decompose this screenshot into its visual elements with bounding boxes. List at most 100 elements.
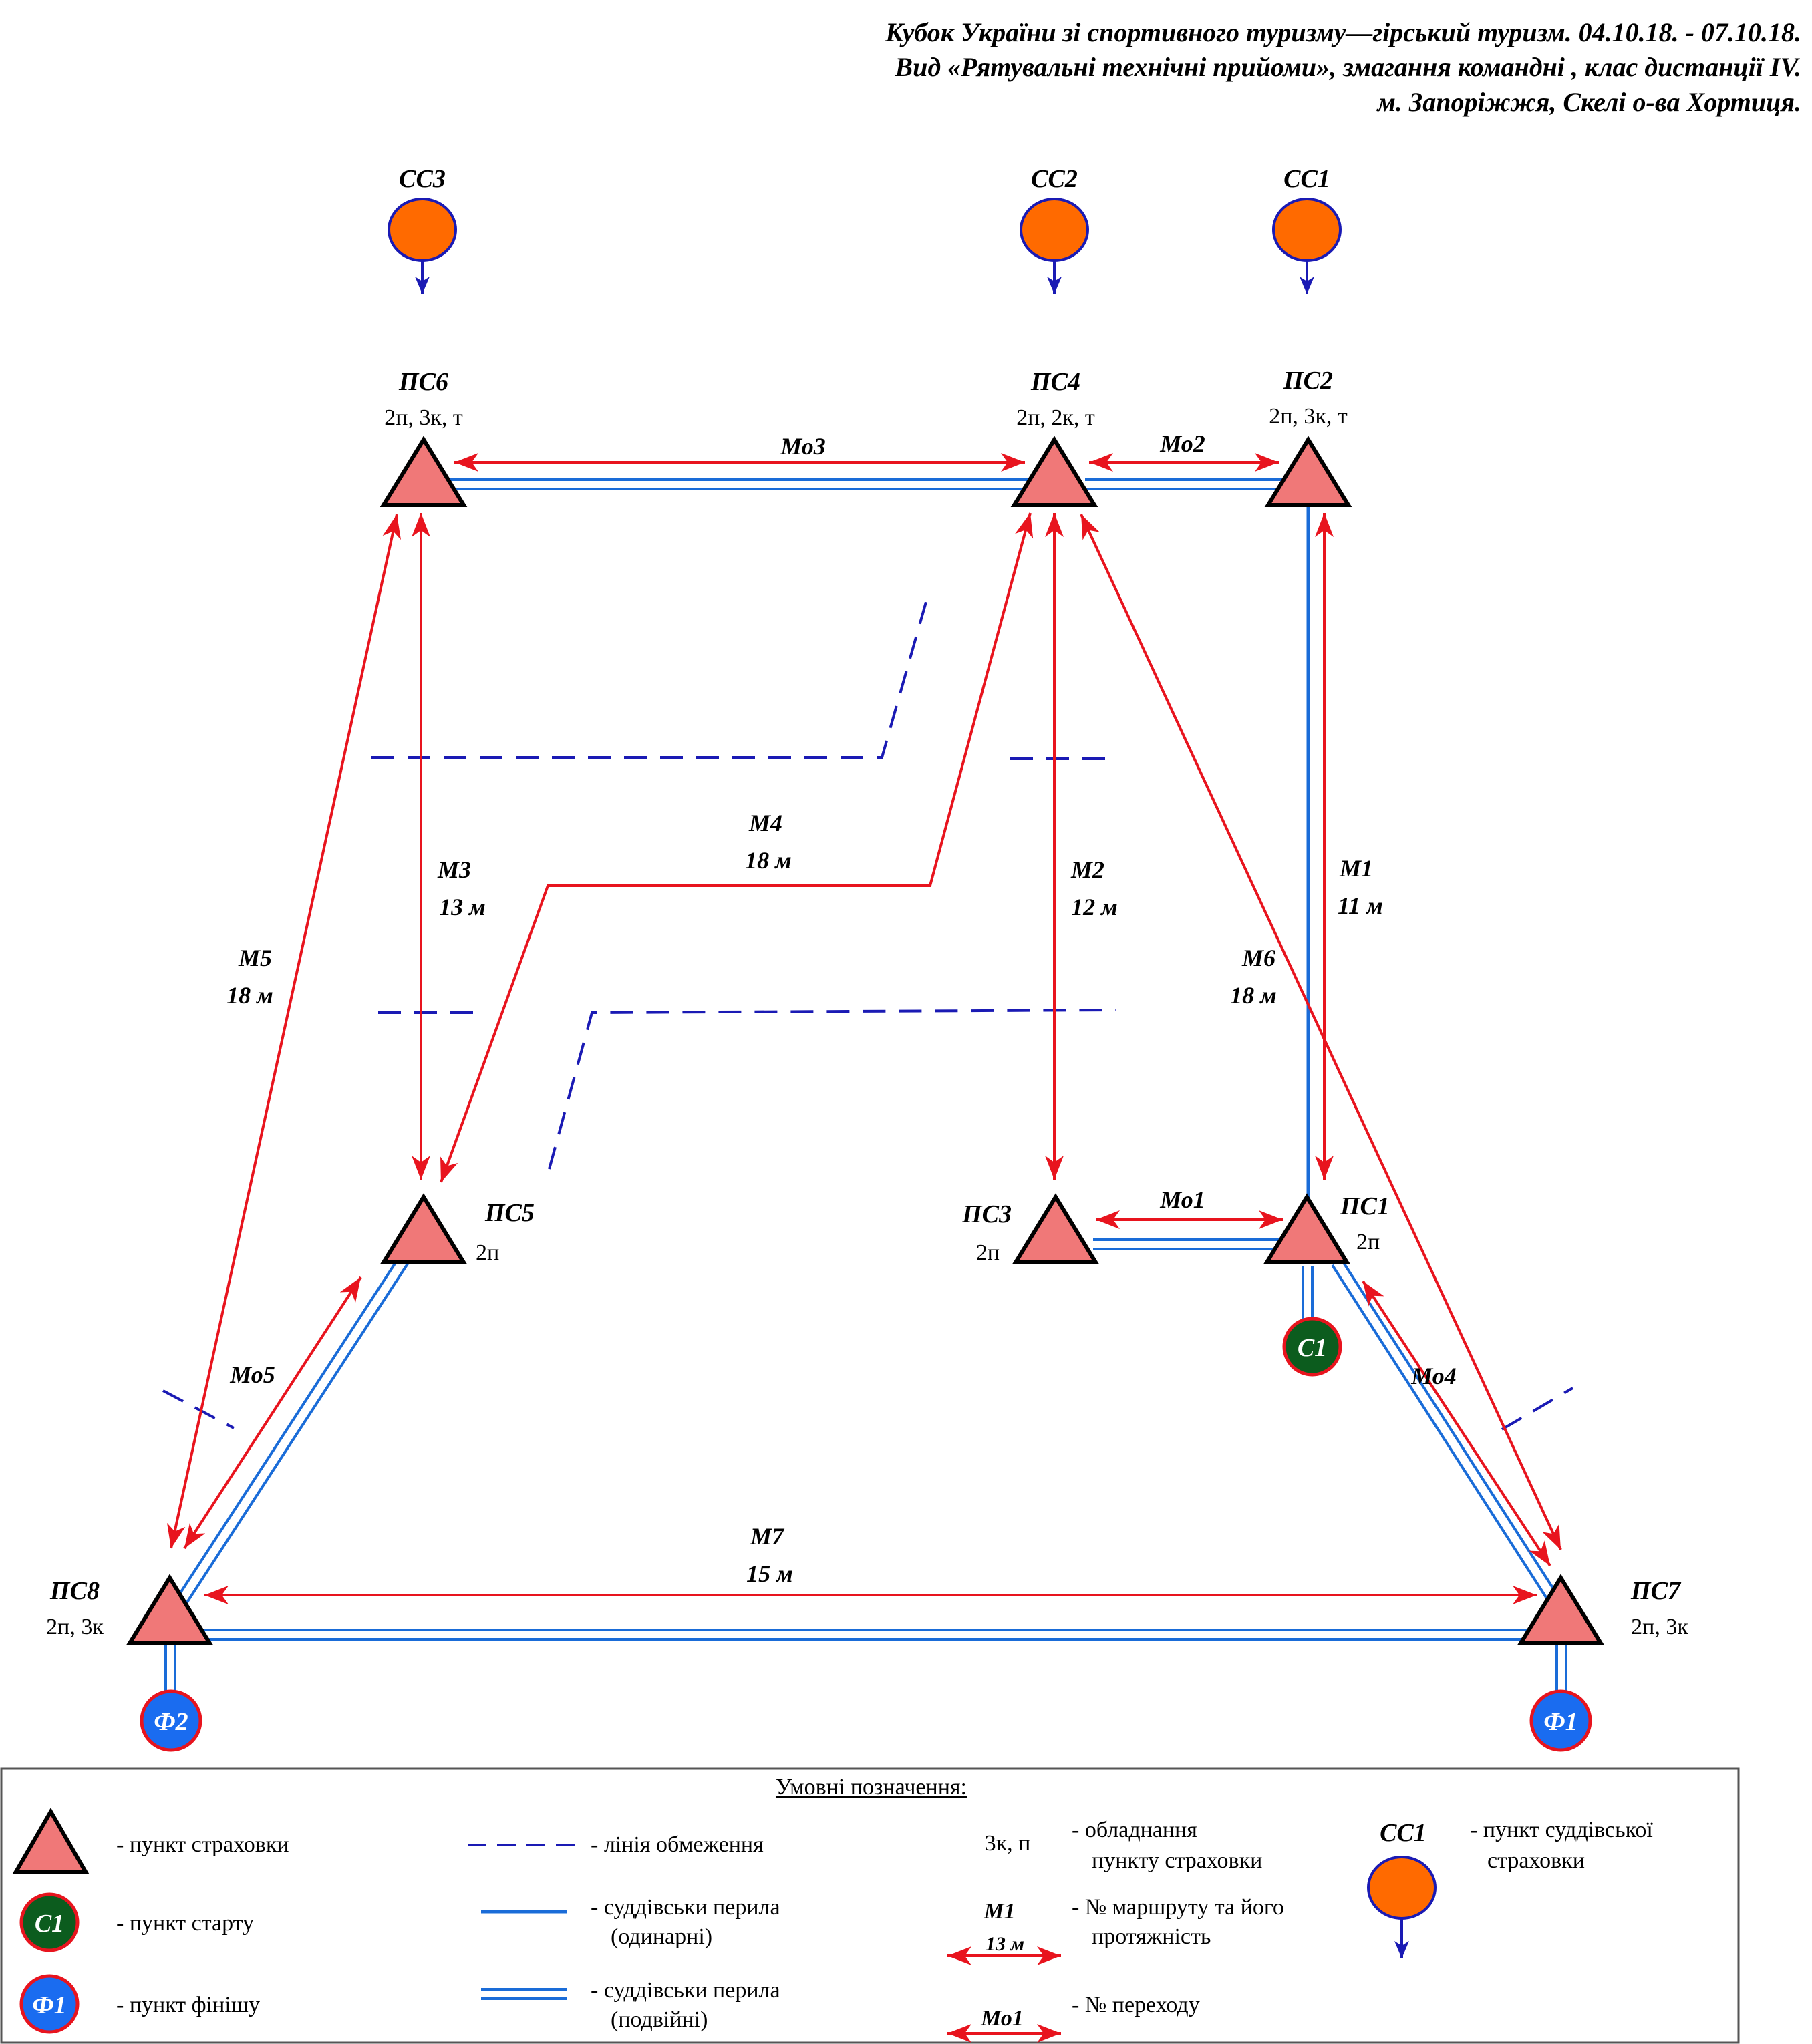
ps3-equipment: 2п xyxy=(976,1240,1000,1265)
route-m2-length: 12 м xyxy=(1071,894,1118,920)
route-m1-length: 11 м xyxy=(1338,892,1383,919)
legend-judge-circle xyxy=(1367,1856,1437,1920)
route-m3-length: 13 м xyxy=(439,894,486,920)
transition-mo2-label: Мо2 xyxy=(1159,430,1205,457)
belay-point-ps4 xyxy=(1010,436,1098,507)
judge-point-cc2: СС2 xyxy=(1020,165,1089,294)
finish-point-f2-label: Ф2 xyxy=(154,1708,188,1736)
header-line-2: Вид «Рятувальні технічні прийоми», змага… xyxy=(894,52,1801,82)
judge-point-cc3: СС3 xyxy=(388,165,457,294)
header: Кубок України зі спортивного туризму—гір… xyxy=(885,17,1801,117)
legend-judge-text-1: - пункт суддівської xyxy=(1470,1818,1653,1842)
belay-point-ps2 xyxy=(1264,436,1352,507)
belay-point-ps6 xyxy=(380,436,468,507)
route-m6-name: М6 xyxy=(1241,945,1275,971)
route-arrows xyxy=(167,453,1562,1604)
ps5-name: ПС5 xyxy=(484,1199,535,1227)
node-labels: ПС6 2п, 3к, т ПС4 2п, 2к, т ПС2 2п, 3к, … xyxy=(46,367,1688,1639)
legend-start-point-text: - пункт старту xyxy=(116,1911,254,1936)
route-m7-name: М7 xyxy=(750,1523,785,1550)
legend: Умовні позначення: - пункт страховки С1 … xyxy=(0,1767,1740,2044)
legend-frame xyxy=(0,1767,1740,2044)
ps6-name: ПС6 xyxy=(398,368,448,396)
legend-route-sample-name: М1 xyxy=(983,1899,1015,1924)
legend-title: Умовні позначення: xyxy=(776,1775,967,1800)
legend-route-text-2: протяжність xyxy=(1092,1924,1211,1949)
ps7-equipment: 2п, 3к xyxy=(1631,1614,1688,1639)
legend-equip-sample: 3к, п xyxy=(985,1831,1031,1856)
legend-double-rail-text-1: - суддівськи перила xyxy=(591,1978,780,2003)
transition-mo4-label: Мо4 xyxy=(1410,1363,1457,1389)
judge-point-cc1-label: СС1 xyxy=(1284,165,1330,193)
transition-mo4-arrow xyxy=(1362,1280,1551,1567)
ps4-name: ПС4 xyxy=(1030,368,1080,396)
belay-point-ps8 xyxy=(126,1574,214,1645)
legend-belay-point-text: - пункт страховки xyxy=(116,1832,289,1857)
legend-route-sample-length: 13 м xyxy=(986,1933,1024,1955)
judge-belay-points: СС3 СС2 СС1 xyxy=(388,165,1342,294)
legend-finish-circle xyxy=(19,1974,80,2034)
route-m4-arrow xyxy=(440,512,1034,1183)
legend-single-rail-text-2: (одинарні) xyxy=(611,1924,712,1949)
route-m1-name: М1 xyxy=(1339,855,1373,882)
belay-point-ps1 xyxy=(1263,1193,1351,1264)
restriction-line-lower-middle xyxy=(548,1009,1116,1170)
ps7-name: ПС7 xyxy=(1630,1577,1682,1605)
legend-judge-sample: СС1 xyxy=(1380,1819,1426,1847)
legend-restriction-text: - лінія обмеження xyxy=(591,1832,764,1857)
judge-point-cc1: СС1 xyxy=(1272,165,1342,294)
ps2-name: ПС2 xyxy=(1283,367,1333,395)
ps8-equipment: 2п, 3к xyxy=(46,1614,104,1639)
legend-finish-sample: Ф1 xyxy=(32,1991,66,2019)
legend-start-sample: С1 xyxy=(35,1910,64,1938)
legend-single-rail-text-1: - суддівськи перила xyxy=(591,1895,780,1920)
transition-mo1-label: Мо1 xyxy=(1159,1186,1205,1213)
route-m6-arrow xyxy=(1080,514,1562,1550)
route-m5-name: М5 xyxy=(238,945,272,971)
finish-point-f1-label: Ф1 xyxy=(1543,1708,1577,1736)
start-point-c1-label: С1 xyxy=(1298,1334,1327,1362)
route-m4-length: 18 м xyxy=(745,847,792,874)
legend-triangle xyxy=(12,1808,90,1874)
ps5-equipment: 2п xyxy=(476,1240,499,1265)
restriction-line-upper-left xyxy=(371,597,929,759)
belay-point-ps7 xyxy=(1517,1574,1605,1645)
restriction-line-mo4 xyxy=(1501,1387,1574,1431)
start-point-c1: С1 xyxy=(1282,1317,1342,1377)
route-labels: М1 11 м М2 12 м М3 13 м М4 18 м М5 18 м … xyxy=(226,430,1457,1587)
legend-transition-text: - № переходу xyxy=(1072,1993,1200,2017)
transition-mo3-label: Мо3 xyxy=(780,433,826,460)
transition-mo5-arrow xyxy=(183,1276,362,1550)
ps1-equipment: 2п xyxy=(1356,1230,1380,1254)
route-m2-name: М2 xyxy=(1070,856,1104,883)
legend-transition-sample: Мо1 xyxy=(980,2006,1024,2031)
header-line-3: м. Запоріжжя, Скелі о-ва Хортиця. xyxy=(1376,87,1801,117)
route-m7-length: 15 м xyxy=(746,1560,793,1587)
finish-point-f2: Ф2 xyxy=(140,1689,202,1752)
route-m5-length: 18 м xyxy=(226,982,273,1009)
ps3-name: ПС3 xyxy=(961,1200,1012,1228)
finish-point-f1: Ф1 xyxy=(1529,1689,1592,1752)
route-m4-name: М4 xyxy=(748,810,782,836)
ps6-equipment: 2п, 3к, т xyxy=(384,405,463,430)
ps1-name: ПС1 xyxy=(1340,1192,1390,1220)
judge-point-cc3-label: СС3 xyxy=(399,165,446,193)
restriction-lines xyxy=(162,597,1574,1431)
belay-point-ps3 xyxy=(1012,1193,1100,1264)
legend-judge-text-2: страховки xyxy=(1487,1848,1585,1873)
transition-mo5-label: Мо5 xyxy=(229,1361,275,1388)
legend-start-circle xyxy=(19,1892,80,1952)
ps4-equipment: 2п, 2к, т xyxy=(1016,405,1095,430)
route-m3-name: М3 xyxy=(437,856,471,883)
legend-finish-point-text: - пункт фінішу xyxy=(116,1993,260,2017)
double-rails xyxy=(164,478,1567,1698)
belay-point-ps5 xyxy=(380,1193,468,1264)
ps8-name: ПС8 xyxy=(49,1577,100,1605)
legend-route-text-1: - № маршруту та його xyxy=(1072,1895,1284,1920)
legend-equip-text-1: - обладнання xyxy=(1072,1818,1197,1842)
ps2-equipment: 2п, 3к, т xyxy=(1269,404,1348,429)
belay-points xyxy=(126,436,1605,1645)
header-line-1: Кубок України зі спортивного туризму—гір… xyxy=(885,17,1801,47)
legend-equip-text-2: пункту страховки xyxy=(1092,1848,1262,1873)
